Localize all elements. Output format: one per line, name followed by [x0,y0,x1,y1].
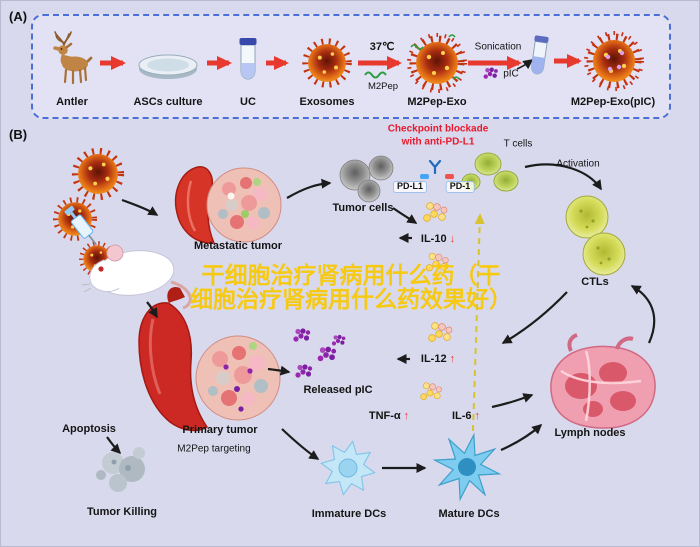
m2pep-annotation: M2Pep [367,80,399,92]
mouse [81,244,192,310]
uc-label: UC [240,95,256,108]
m2pep-exo-icon [407,33,467,93]
petri-dish-icon [138,54,198,79]
primary-tumor-label: Primary tumor [182,423,258,436]
deer-antler-icon [53,31,93,85]
il6-text: IL-6 [451,409,472,422]
panel-a-tag: (A) [9,9,28,24]
sonication-label: Sonication [474,41,522,53]
syringe-icon [64,205,97,246]
temperature-label: 37℃ [369,40,395,53]
lymph-nodes-label: Lymph nodes [554,426,626,439]
immature-dc-cell [320,440,376,496]
pd-l1-label: PD-L1 [392,181,428,193]
pd-l1-pd-1-axis [420,159,454,179]
il6-up-arrow-icon: ↑ [474,409,481,422]
antler-label: Antler [56,95,88,108]
flow-arrows [106,163,656,473]
watermark-text: 干细胞治疗肾病用什么药（干 细胞治疗肾病用什么药效果好） [181,263,521,311]
pd-1-label: PD-1 [445,181,475,193]
mature-dc-cell [432,432,502,502]
il10-down-arrow-icon: ↓ [449,232,456,245]
immature-dcs-label: Immature DCs [311,507,387,520]
il10-text: IL-10 [420,232,447,245]
ctl-cells [565,195,626,276]
il10-label: IL-10↓ [421,233,455,245]
antigen-presentation-dashed-arrow [472,213,485,432]
panel-a-art [53,31,644,93]
exosomes-label: Exosomes [299,95,355,108]
pic-to-tube-arrow [516,59,534,70]
tumor-cells-label: Tumor cells [332,201,394,214]
il6-label: IL-6↑ [452,410,480,422]
metastatic-tumor-organ [175,166,282,244]
apoptosis-label: Apoptosis [62,422,116,435]
m2pep-peptide-squiggle [364,71,387,79]
t-cells-label: T cells [503,138,533,150]
lymph-nodes-organ [550,333,656,429]
panel-a-dashed-box [31,14,671,119]
m2pep-exo-pic-icon [584,31,644,91]
ascs-culture-label: ASCs culture [133,95,203,108]
m2pep-targeting-label: M2Pep targeting [177,443,251,455]
checkpoint-line2: with anti-PD-L1 [401,136,475,148]
dead-tumor-cell [96,447,145,492]
sonication-tube-icon [531,35,549,75]
process-arrows-red [100,54,582,70]
tnf-a-label: TNF-α↑ [369,410,409,422]
il12-label: IL-12↑ [421,353,455,365]
anti-pd-l1-antibody-icon [428,159,442,175]
il12-up-arrow-icon: ↑ [449,352,456,365]
il12-text: IL-12 [420,352,447,365]
mature-dcs-label: Mature DCs [438,507,500,520]
tnf-a-text: TNF-α [368,409,401,422]
tumor-cells [339,155,394,203]
ctls-label: CTLs [581,275,609,288]
metastatic-tumor-label: Metastatic tumor [193,239,283,252]
watermark-line1: 干细胞治疗肾病用什么药（干 [201,262,501,288]
checkpoint-line1: Checkpoint blockade [387,123,489,135]
metastatic-tumor-mass [206,167,282,243]
activation-label: Activation [556,158,600,170]
pic-annotation: pIC [503,68,519,80]
primary-tumor-organ [138,286,281,432]
panel-b-tag: (B) [9,127,28,142]
panel-b-art [56,151,656,502]
m2pep-exo-label: M2Pep-Exo [407,95,467,108]
released-pic-label: Released pIC [303,383,373,396]
watermark-line2: 细胞治疗肾病用什么药效果好） [190,286,512,312]
uc-tube-icon [239,38,257,80]
primary-tumor-mass [195,335,281,421]
m2pep-exo-pic-label: M2Pep-Exo(pIC) [570,95,656,108]
tumor-killing-label: Tumor Killing [86,505,158,518]
tnf-a-up-arrow-icon: ↑ [403,409,410,422]
